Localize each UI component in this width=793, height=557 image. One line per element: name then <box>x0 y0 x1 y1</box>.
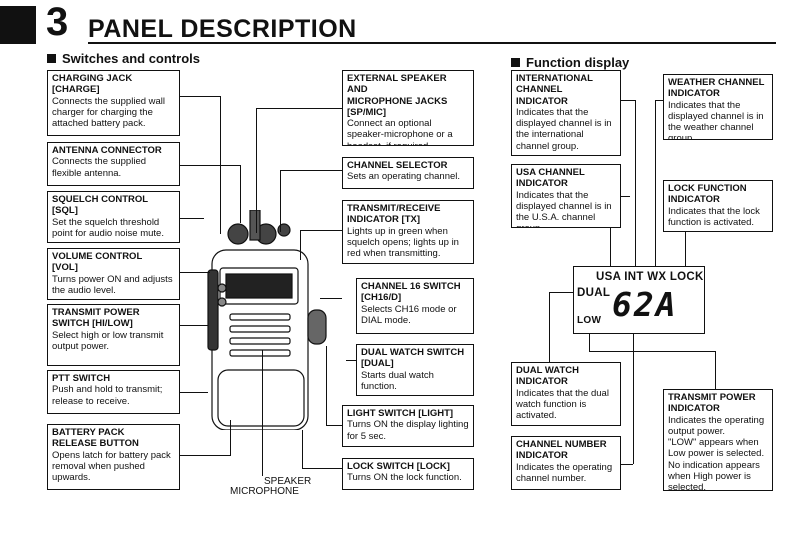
leader-line <box>655 100 663 101</box>
callout-volume-control: VOLUME CONTROL [VOL] Turns power ON and … <box>47 248 180 300</box>
callout-transmit-receive-indicator: TRANSMIT/RECEIVE INDICATOR [TX] Lights u… <box>342 200 474 264</box>
leader-line <box>610 196 611 266</box>
battery-pack <box>217 369 305 427</box>
side-button-icon <box>217 283 227 293</box>
square-bullet-icon <box>511 58 520 67</box>
callout-lock-function-indicator: LOCK FUNCTION INDICATOR Indicates that t… <box>663 180 773 232</box>
leader-line <box>346 360 356 361</box>
grille-slot <box>229 313 291 321</box>
leader-line <box>280 170 281 232</box>
leader-line <box>180 218 204 219</box>
callout-weather-channel-indicator: WEATHER CHANNEL INDICATOR Indicates that… <box>663 74 773 140</box>
leader-line <box>621 196 630 197</box>
section-switches-heading: Switches and controls <box>47 51 200 66</box>
grille-slot <box>229 337 291 345</box>
leader-line <box>326 425 342 426</box>
side-button-icon <box>217 297 227 307</box>
callout-channel-number-indicator: CHANNEL NUMBER INDICATOR Indicates the o… <box>511 436 621 490</box>
leader-line <box>621 100 635 101</box>
callout-dual-watch-indicator: DUAL WATCH INDICATOR Indicates that the … <box>511 362 621 426</box>
antenna-icon <box>249 210 261 241</box>
leader-line <box>180 272 210 273</box>
callout-transmit-power-indicator: TRANSMIT POWER INDICATOR Indicates the o… <box>663 389 773 491</box>
leader-line <box>633 334 634 464</box>
leader-line <box>180 455 230 456</box>
grille-slot <box>229 325 291 333</box>
lcd-function-display: USA INT WX LOCK DUAL LOW 62A <box>573 266 705 334</box>
leader-line <box>280 170 342 171</box>
volume-knob-icon <box>277 223 291 237</box>
ptt-switch-body <box>207 269 219 351</box>
callout-channel-selector: CHANNEL SELECTOR Sets an operating chann… <box>342 157 474 189</box>
leader-line <box>230 420 231 456</box>
leader-line <box>180 96 220 97</box>
callout-international-channel-indicator: INTERNATIONAL CHANNEL INDICATOR Indicate… <box>511 70 621 156</box>
leader-line <box>715 351 716 389</box>
microphone-label: MICROPHONE <box>230 486 299 497</box>
radio-lcd <box>225 273 293 299</box>
lcd-channel-number: 62A <box>612 285 678 324</box>
callout-charging-jack: CHARGING JACK [CHARGE] Connects the supp… <box>47 70 180 136</box>
leader-line <box>589 334 590 352</box>
callout-lock-switch: LOCK SWITCH [LOCK] Turns ON the lock fun… <box>342 458 474 490</box>
leader-line <box>326 346 327 426</box>
callout-battery-release: BATTERY PACK RELEASE BUTTON Opens latch … <box>47 424 180 490</box>
leader-line <box>256 108 342 109</box>
lcd-dual-indicator: DUAL <box>577 287 611 299</box>
lcd-lock-indicator: LOCK <box>669 271 704 283</box>
leader-line <box>180 392 208 393</box>
leader-line <box>549 292 550 362</box>
lcd-low-indicator: LOW <box>577 315 602 326</box>
lcd-indicator-row: USA INT WX LOCK <box>596 271 704 283</box>
squelch-knob-icon <box>227 223 249 245</box>
leader-line <box>240 165 241 223</box>
lcd-wx-indicator: WX <box>647 271 667 283</box>
callout-squelch-control: SQUELCH CONTROL [SQL] Set the squelch th… <box>47 191 180 243</box>
leader-line <box>549 292 575 293</box>
square-bullet-icon <box>47 54 56 63</box>
speaker-label: SPEAKER <box>264 476 312 487</box>
callout-transmit-power-switch: TRANSMIT POWER SWITCH [HI/LOW] Select hi… <box>47 304 180 366</box>
callout-antenna-connector: ANTENNA CONNECTOR Connects the supplied … <box>47 142 180 186</box>
leader-line <box>302 468 342 469</box>
radio-illustration <box>207 210 327 430</box>
leader-line <box>256 108 257 233</box>
leader-line <box>589 351 715 352</box>
leader-line <box>300 230 301 260</box>
leader-line <box>320 298 342 299</box>
lcd-int-indicator: INT <box>624 271 644 283</box>
callout-external-speaker-jacks: EXTERNAL SPEAKER AND MICROPHONE JACKS [S… <box>342 70 474 146</box>
callout-channel-16-switch: CHANNEL 16 SWITCH [CH16/D] Selects CH16 … <box>356 278 474 334</box>
leader-line <box>262 350 263 476</box>
chapter-tab <box>0 6 36 44</box>
title-rule <box>88 42 776 44</box>
leader-line <box>302 430 303 468</box>
chapter-number: 3 <box>46 0 69 44</box>
leader-line <box>180 325 208 326</box>
leader-line <box>635 100 636 266</box>
callout-ptt-switch: PTT SWITCH Push and hold to transmit; re… <box>47 370 180 414</box>
callout-light-switch: LIGHT SWITCH [LIGHT] Turns ON the displa… <box>342 405 474 447</box>
callout-dual-watch-switch: DUAL WATCH SWITCH [DUAL] Starts dual wat… <box>356 344 474 396</box>
leader-line <box>655 100 656 266</box>
callout-usa-channel-indicator: USA CHANNEL INDICATOR Indicates that the… <box>511 164 621 228</box>
page-title: PANEL DESCRIPTION <box>88 15 357 43</box>
leader-line <box>300 230 342 231</box>
leader-line <box>180 165 240 166</box>
leader-line <box>621 464 633 465</box>
section-display-heading: Function display <box>511 55 629 70</box>
side-switch-icon <box>307 309 327 345</box>
grille-slot <box>229 349 291 357</box>
lcd-usa-indicator: USA <box>596 271 621 283</box>
